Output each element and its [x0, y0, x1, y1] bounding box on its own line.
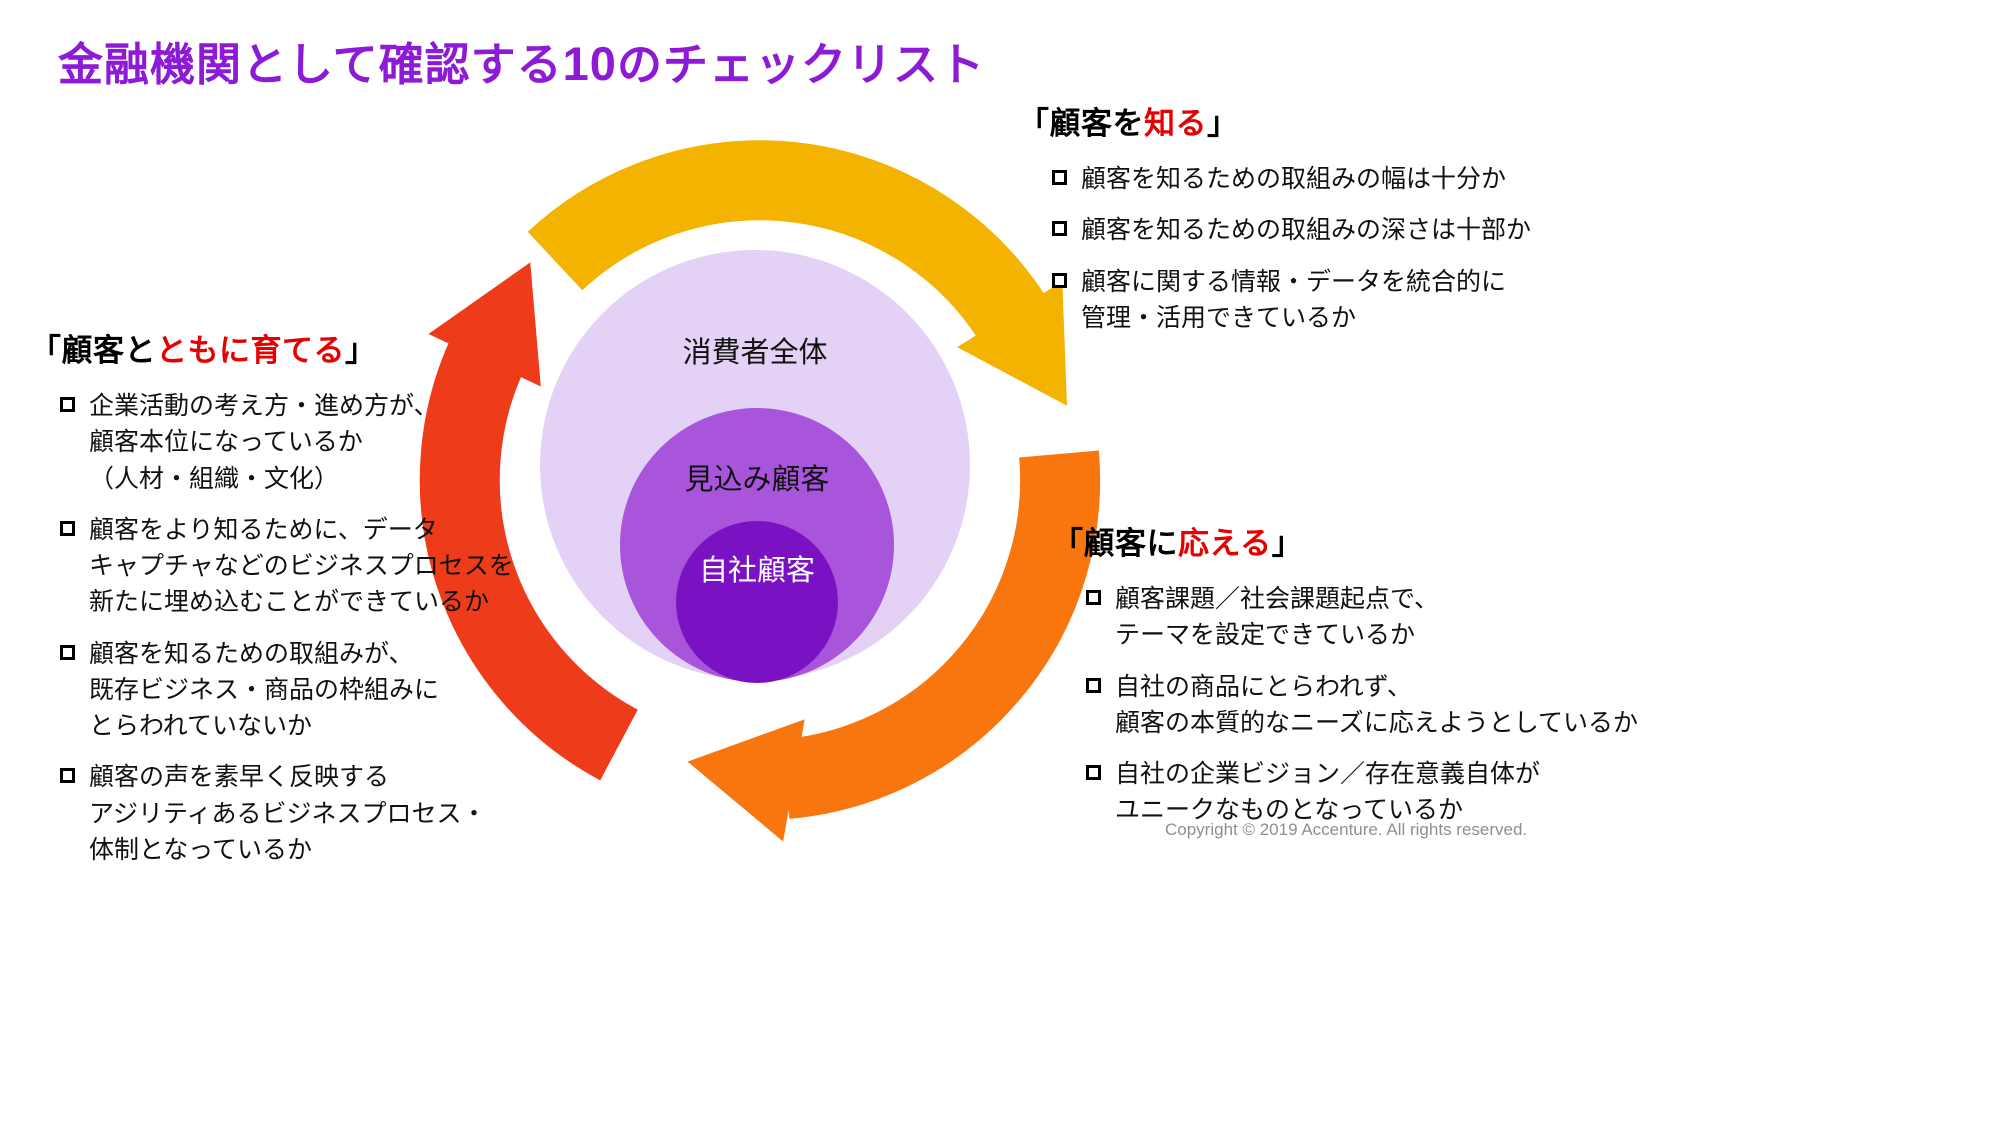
checkbox-icon — [60, 768, 75, 784]
checklist-item-text: 顧客を知るための取組みの深さは十部か — [1081, 216, 1532, 245]
checklist-item: 企業活動の考え方・進め方が、 顧客本位になっているか （人材・組織・文化） — [60, 388, 550, 497]
checklist-item-text: 顧客の声を素早く反映する アジリティあるビジネスプロセス・ 体制となっているか — [89, 763, 487, 864]
checklist-item-text: 顧客を知るための取組みの幅は十分か — [1081, 165, 1507, 193]
checklist-item-text: 顧客をより知るために、データ キャプチャなどのビジネスプロセスを 新たに埋め込む… — [89, 515, 514, 617]
checkbox-icon — [60, 397, 75, 412]
checklist-item-text: 自社の商品にとらわれず、 顧客の本質的なニーズに応えようとしているか — [1115, 672, 1639, 737]
checklist-item-text: 顧客に関する情報・データを統合的に 管理・活用できているか — [1081, 267, 1507, 332]
cycle-arrow-respond-icon — [687, 450, 1101, 842]
section-know-customer: 「顧客を知る」 顧客を知るための取組みの幅は十分か 顧客を知るための取組みの深さ… — [1018, 98, 1638, 336]
checklist-item-text: 企業活動の考え方・進め方が、 顧客本位になっているか （人材・組織・文化） — [89, 392, 439, 493]
section-respond-customer: 「顧客に応える」 顧客課題／社会課題起点で、 テーマを設定できているか 自社の商… — [1052, 518, 1712, 829]
checklist-item: 自社の企業ビジョン／存在意義自体が ユニークなものとなっているか — [1086, 756, 1712, 829]
checklist-item: 顧客をより知るために、データ キャプチャなどのビジネスプロセスを 新たに埋め込む… — [60, 512, 550, 621]
heading-nurture-suffix: 」 — [345, 333, 377, 368]
heading-know-pre: 「顧客を — [1018, 106, 1144, 141]
checklist-item: 自社の商品にとらわれず、 顧客の本質的なニーズに応えようとしているか — [1086, 669, 1712, 742]
title-number: 10 — [562, 37, 617, 90]
checkbox-icon — [1086, 765, 1101, 780]
label-own-customers: 自社顧客 — [698, 555, 816, 587]
checkbox-icon — [1052, 272, 1067, 288]
checklist-item: 顧客を知るための取組みが、 既存ビジネス・商品の枠組みに とらわれていないか — [60, 636, 550, 745]
checklist-item-text: 顧客を知るための取組みが、 既存ビジネス・商品の枠組みに とらわれていないか — [89, 639, 440, 741]
nurture-checklist: 企業活動の考え方・進め方が、 顧客本位になっているか （人材・組織・文化） 顧客… — [30, 388, 550, 868]
heading-respond-suffix: 」 — [1271, 526, 1304, 561]
heading-nurture-pre: 「顧客と — [30, 333, 156, 368]
title-post: のチェックリスト — [616, 39, 985, 90]
cycle-arrow-know-icon — [527, 140, 1067, 406]
inner-circle-own-customers — [676, 521, 838, 683]
heading-respond-pre: 「顧客に — [1052, 526, 1178, 561]
title-pre: 金融機関として確認する — [58, 39, 563, 90]
checklist-item: 顧客に関する情報・データを統合的に 管理・活用できているか — [1052, 264, 1638, 337]
heading-know-highlight: 知る — [1144, 106, 1207, 141]
checkbox-icon — [60, 644, 75, 660]
cycle-arrow-nurture-icon — [419, 262, 639, 781]
label-prospective-customers: 見込み顧客 — [684, 464, 830, 496]
checkbox-icon — [1052, 170, 1067, 185]
heading-respond-highlight: 応える — [1178, 526, 1272, 561]
cycle-arrow-nurture-body — [419, 336, 639, 781]
cycle-arrow-respond-body — [782, 450, 1101, 819]
checkbox-icon — [1052, 221, 1067, 237]
respond-checklist: 顧客課題／社会課題起点で、 テーマを設定できているか 自社の商品にとらわれず、 … — [1052, 581, 1712, 829]
label-all-consumers: 消費者全体 — [682, 337, 828, 369]
cycle-arrow-respond-head — [687, 719, 805, 842]
heading-nurture-highlight: ともに育てる — [156, 333, 345, 368]
cycle-arrow-know-body — [527, 140, 1048, 343]
section-respond-heading: 「顧客に応える」 — [1052, 518, 1712, 563]
page-title: 金融機関として確認する10のチェックリスト — [58, 28, 985, 93]
section-nurture-heading: 「顧客とともに育てる」 — [30, 325, 550, 370]
checklist-item-text: 顧客課題／社会課題起点で、 テーマを設定できているか — [1115, 585, 1440, 650]
section-nurture-customer: 「顧客とともに育てる」 企業活動の考え方・進め方が、 顧客本位になっているか （… — [30, 325, 550, 868]
cycle-arrow-nurture-head — [428, 262, 541, 387]
cycle-arrow-know-head — [957, 281, 1067, 406]
checkbox-icon — [1086, 590, 1101, 605]
know-checklist: 顧客を知るための取組みの幅は十分か 顧客を知るための取組みの深さは十部か 顧客に… — [1018, 161, 1638, 336]
heading-know-suffix: 」 — [1207, 106, 1239, 141]
checkbox-icon — [60, 520, 75, 536]
section-know-heading: 「顧客を知る」 — [1018, 98, 1638, 143]
checklist-item: 顧客を知るための取組みの深さは十部か — [1052, 212, 1638, 248]
checkbox-icon — [1086, 677, 1101, 693]
checklist-item: 顧客の声を素早く反映する アジリティあるビジネスプロセス・ 体制となっているか — [60, 759, 550, 868]
checklist-item: 顧客課題／社会課題起点で、 テーマを設定できているか — [1086, 581, 1712, 654]
copyright-notice: Copyright © 2019 Accenture. All rights r… — [1165, 820, 1528, 839]
checklist-item-text: 自社の企業ビジョン／存在意義自体が ユニークなものとなっているか — [1115, 760, 1541, 825]
checklist-item: 顧客を知るための取組みの幅は十分か — [1052, 161, 1638, 197]
